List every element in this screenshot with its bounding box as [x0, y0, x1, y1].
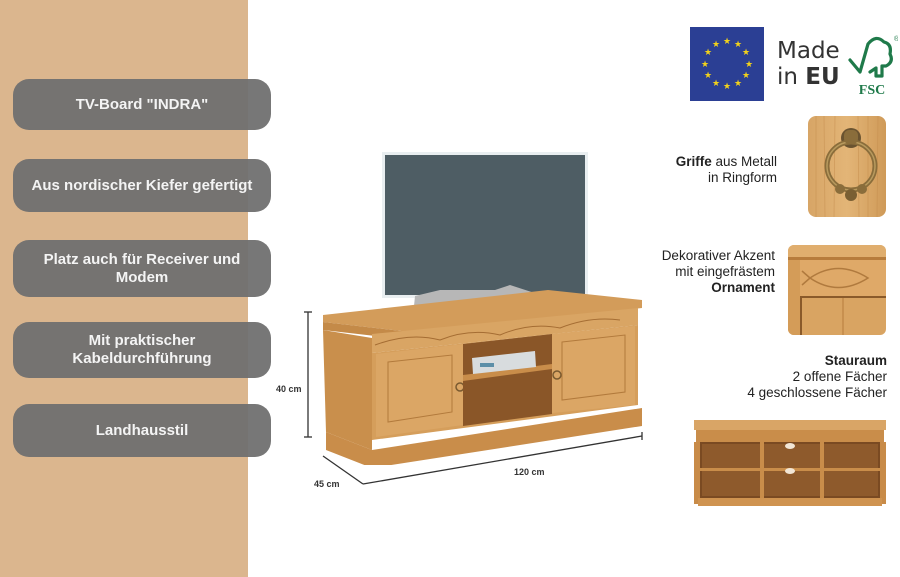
feature-pill-receiver: Platz auch für Receiver und Modem: [13, 240, 271, 297]
feature-pill-material: Aus nordischer Kiefer gefertigt: [13, 159, 271, 212]
product-main-image: [320, 150, 650, 465]
svg-text:★: ★: [723, 36, 731, 46]
handles-line1: Griffe aus Metall: [617, 154, 777, 170]
svg-text:★: ★: [723, 81, 731, 91]
storage-open-image: [690, 420, 890, 510]
ornament-line1: Dekorativer Akzent: [661, 248, 775, 263]
handles-caption: Griffe aus Metall in Ringform: [617, 154, 777, 186]
in-eu-label: in EU: [777, 64, 840, 90]
svg-text:★: ★: [712, 78, 720, 88]
storage-title: Stauraum: [687, 353, 887, 369]
svg-text:★: ★: [704, 70, 712, 80]
svg-text:★: ★: [701, 59, 709, 69]
feature-pill-cable: Mit praktischer Kabeldurchführung: [13, 322, 271, 378]
svg-text:★: ★: [734, 39, 742, 49]
storage-title-text: Stauraum: [824, 353, 887, 368]
made-label: Made: [777, 38, 840, 64]
ornament-caption: Dekorativer Akzent mit eingefrästem Orna…: [595, 248, 775, 296]
feature-label: Mit praktischer Kabeldurchführung: [72, 332, 212, 367]
svg-text:★: ★: [704, 47, 712, 57]
feature-label: Landhausstil: [95, 421, 189, 439]
storage-line1: 2 offene Fächer: [792, 369, 887, 384]
fsc-text: FSC: [859, 83, 885, 98]
ornament-bold: Ornament: [711, 280, 775, 295]
ornament-detail-image: [788, 245, 886, 335]
depth-dimension-label: 45 cm: [314, 479, 340, 489]
ornament-line3: Ornament: [595, 280, 775, 296]
in-label: in: [777, 64, 806, 90]
storage-caption: Stauraum 2 offene Fächer 4 geschlossene …: [687, 353, 887, 401]
made-in-eu-label: Made in EU: [777, 38, 840, 90]
handles-line2: in Ringform: [707, 170, 777, 185]
eu-label: EU: [805, 64, 840, 90]
feature-label: Aus nordischer Kiefer gefertigt: [31, 176, 253, 194]
registered-mark: ®: [894, 35, 898, 43]
svg-text:★: ★: [734, 78, 742, 88]
svg-text:★: ★: [742, 70, 750, 80]
ornament-line2: mit eingefrästem: [675, 264, 775, 279]
feature-label: TV-Board "INDRA": [75, 95, 209, 113]
fsc-logo-icon: FSC ®: [846, 32, 898, 100]
handles-rest: aus Metall: [711, 154, 777, 169]
svg-text:★: ★: [742, 47, 750, 57]
handle-detail-image: [808, 116, 886, 217]
height-dimension-label: 40 cm: [276, 384, 302, 394]
eu-flag-icon: ★ ★ ★ ★ ★ ★ ★ ★ ★ ★ ★ ★: [690, 27, 764, 101]
feature-pill-style: Landhausstil: [13, 404, 271, 457]
feature-label: Platz auch für Receiver und Modem: [43, 250, 241, 286]
svg-text:★: ★: [712, 39, 720, 49]
handles-bold: Griffe: [675, 154, 712, 169]
feature-pill-name: TV-Board "INDRA": [13, 79, 271, 130]
svg-text:★: ★: [745, 59, 753, 69]
storage-line2: 4 geschlossene Fächer: [747, 385, 887, 400]
width-dimension-label: 120 cm: [514, 467, 545, 477]
